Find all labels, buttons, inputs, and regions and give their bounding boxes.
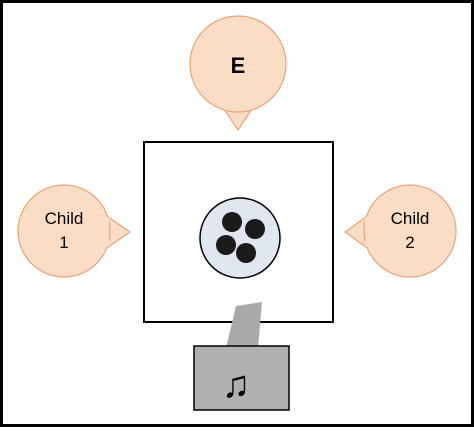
child1-label-line1: Child <box>45 209 84 228</box>
child2-circle <box>363 184 457 278</box>
child2-label-line2: 2 <box>405 233 414 252</box>
child1-circle <box>17 184 111 278</box>
child2-bubble: Child 2 <box>344 184 457 278</box>
speaker-connector <box>226 302 262 348</box>
music-box: ♫ <box>193 345 290 411</box>
experimenter-pointer-joint <box>224 100 252 108</box>
ball-3 <box>216 235 236 255</box>
bowl-circle <box>199 197 281 279</box>
experimenter-bubble: E <box>189 15 287 131</box>
music-box-body <box>193 345 290 411</box>
music-note-icon: ♫ <box>222 364 251 406</box>
ball-2 <box>245 219 265 239</box>
experimenter-pointer <box>221 105 255 131</box>
child1-pointer <box>103 213 131 251</box>
ball-1 <box>222 212 242 232</box>
child2-pointer-joint <box>365 217 374 247</box>
child1-bubble: Child 1 <box>17 184 131 278</box>
child2-label-line1: Child <box>391 209 430 228</box>
child2-pointer <box>344 213 371 251</box>
experimenter-circle <box>189 15 287 113</box>
experimenter-label: E <box>231 53 246 78</box>
child1-label-line2: 1 <box>59 233 68 252</box>
ball-4 <box>236 243 256 263</box>
bowl <box>199 197 281 279</box>
child1-pointer-joint <box>100 217 109 247</box>
